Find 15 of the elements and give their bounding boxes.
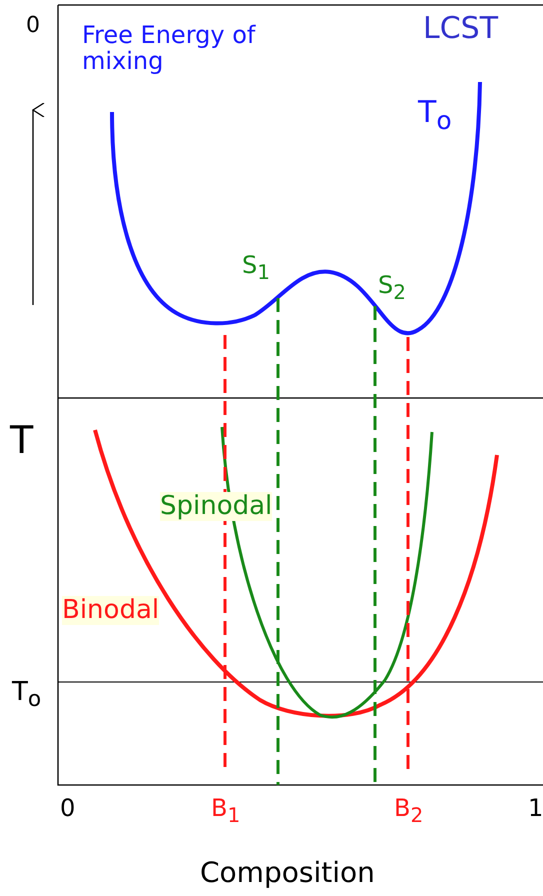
axis-title: Composition	[200, 858, 375, 889]
axis-tick-label: 0	[26, 14, 40, 38]
axis-label: T	[10, 420, 34, 462]
axis-tick-label: T$_{o}$	[12, 678, 42, 712]
curve-label: Binodal	[62, 596, 160, 625]
curve-label: T$_{o}$	[418, 96, 452, 134]
point-label: S$_{1}$	[242, 252, 270, 283]
curve-label: Spinodal	[160, 492, 272, 521]
point-label: B$_{2}$	[394, 795, 424, 826]
axis-tick-label: 1	[528, 795, 543, 822]
axis-tick-label: 0	[60, 795, 76, 822]
curve-label: Free Energy of mixing	[82, 22, 257, 75]
title-label: LCST	[423, 12, 498, 45]
point-label: B$_{1}$	[211, 795, 240, 826]
point-label: S$_{2}$	[378, 272, 406, 303]
